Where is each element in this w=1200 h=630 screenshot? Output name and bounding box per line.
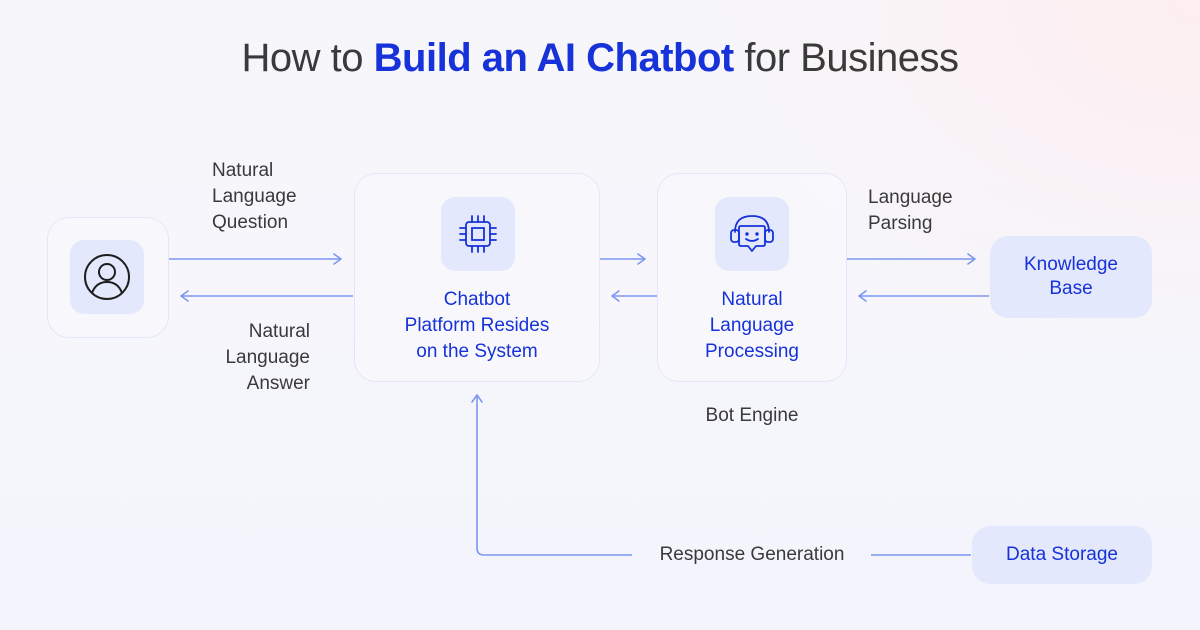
user-node xyxy=(47,217,169,338)
nlp-node: Natural Language Processing xyxy=(657,173,847,382)
answer-label-line: Natural xyxy=(248,321,310,342)
response-generation-label: Response Generation xyxy=(659,544,845,565)
nlp-label-line: Natural xyxy=(721,289,783,310)
parsing-label-line: Parsing xyxy=(868,213,933,234)
question-label: Natural Language Question xyxy=(212,158,297,236)
bot-headset-icon xyxy=(730,215,774,252)
user-icon-tile xyxy=(70,240,144,314)
bot-engine-caption: Bot Engine xyxy=(705,405,799,426)
arrow-response xyxy=(471,394,632,556)
question-label-line: Question xyxy=(212,212,289,233)
user-circle-icon xyxy=(84,254,130,300)
knowledge-base-label-line: Base xyxy=(1049,278,1093,299)
data-storage-node: Data Storage xyxy=(972,526,1152,584)
answer-label: Natural Language Answer xyxy=(200,319,310,397)
platform-label-line: Chatbot xyxy=(443,289,511,310)
title-suffix: for Business xyxy=(744,36,959,80)
nlp-label: Natural Language Processing xyxy=(658,287,846,365)
answer-label-line: Answer xyxy=(246,373,310,394)
question-label-line: Language xyxy=(212,186,297,207)
title-accent: Build an AI Chatbot xyxy=(373,36,735,80)
nlp-icon-tile xyxy=(715,197,789,271)
platform-label: Chatbot Platform Resides on the System xyxy=(355,287,599,365)
knowledge-base-label-line: Knowledge xyxy=(1023,254,1119,275)
platform-icon-tile xyxy=(441,197,515,271)
answer-label-line: Language xyxy=(225,347,310,368)
knowledge-base-node: Knowledge Base xyxy=(990,236,1152,318)
platform-node: Chatbot Platform Resides on the System xyxy=(354,173,600,382)
title-prefix: How to xyxy=(241,36,364,80)
nlp-label-line: Processing xyxy=(705,341,799,362)
question-label-line: Natural xyxy=(212,160,274,181)
parsing-label: Language Parsing xyxy=(868,185,953,237)
chip-icon xyxy=(459,215,497,253)
platform-label-line: Platform Resides xyxy=(404,315,550,336)
page-title: How to Build an AI Chatbot for Business xyxy=(0,36,1200,81)
parsing-label-line: Language xyxy=(868,187,953,208)
nlp-label-line: Language xyxy=(709,315,795,336)
platform-label-line: on the System xyxy=(416,341,538,362)
